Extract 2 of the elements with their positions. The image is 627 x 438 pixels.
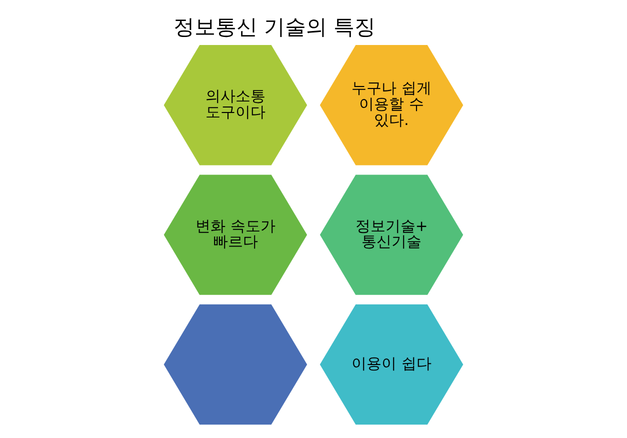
diagram-title: 정보통신 기술의 특징 bbox=[173, 14, 376, 39]
node-hexagon bbox=[162, 303, 308, 426]
